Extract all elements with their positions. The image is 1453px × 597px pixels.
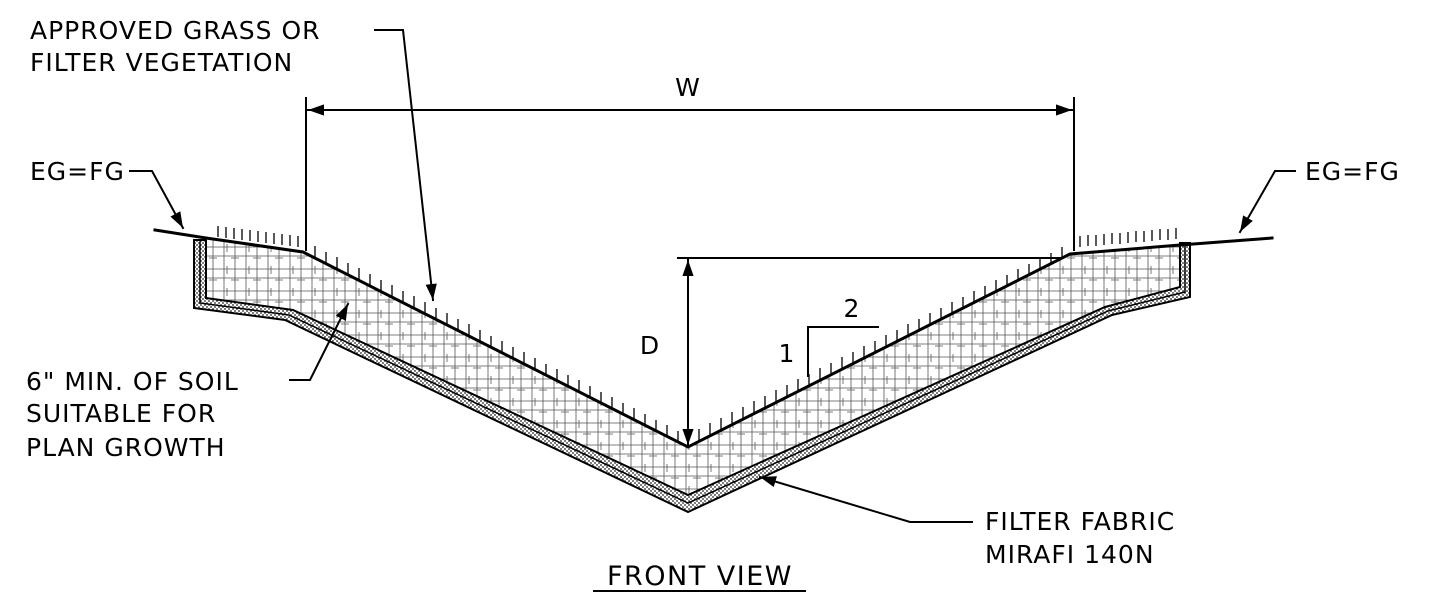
soil-label-line2: SUITABLE FOR	[26, 399, 216, 428]
soil-label-line1: 6" MIN. OF SOIL	[26, 367, 239, 396]
slope-run-label: 2	[844, 294, 861, 323]
eg-fg-left-leader	[129, 170, 185, 230]
depth-label: D	[640, 331, 660, 360]
view-title: FRONT VIEW	[607, 561, 793, 592]
fabric-leader	[758, 475, 973, 523]
width-dimension	[305, 97, 1075, 251]
fabric-label-line2: MIRAFI 140N	[985, 540, 1155, 569]
depth-dimension	[677, 257, 1063, 446]
eg-fg-left-label: EG=FG	[30, 157, 125, 186]
grass-leader	[374, 29, 437, 302]
eg-fg-right-leader	[1238, 170, 1296, 234]
fabric-label-line1: FILTER FABRIC	[985, 507, 1175, 536]
soil-fill	[206, 238, 1180, 495]
filter-fabric-band	[193, 239, 1191, 514]
width-label: W	[675, 73, 701, 102]
grass-label-line1: APPROVED GRASS OR	[30, 16, 321, 45]
grass-label-line2: FILTER VEGETATION	[30, 48, 293, 77]
eg-fg-right-label: EG=FG	[1305, 157, 1400, 186]
grass-ticks	[217, 226, 1177, 443]
slope-rise-label: 1	[779, 339, 796, 368]
soil-label-line3: PLAN GROWTH	[26, 433, 226, 462]
slope-indicator	[807, 326, 879, 377]
ground-surface-line	[153, 228, 1274, 449]
soil-leader	[289, 302, 350, 381]
